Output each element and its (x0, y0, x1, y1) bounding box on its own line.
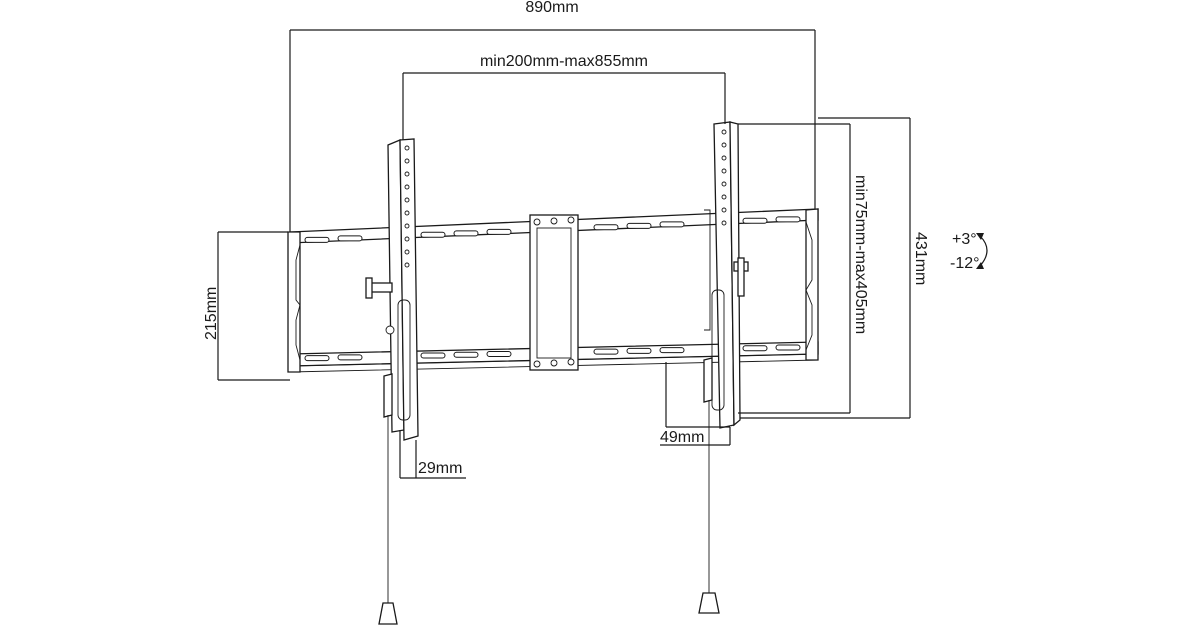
rail-slot (337, 354, 363, 361)
dimension-wall-plate-height (217, 231, 290, 381)
arm-hole (721, 142, 727, 148)
rail-slot (304, 236, 330, 243)
dimension-depth-max (660, 362, 731, 446)
rail-slot (775, 344, 801, 351)
rail-slot (420, 352, 446, 359)
rail-slot (593, 224, 619, 231)
label-bracket-height: 431mm (912, 232, 929, 285)
label-vesa-horizontal: min200mm-max855mm (480, 53, 648, 70)
tilt-arc-icon (976, 233, 988, 269)
rail-slot (775, 216, 801, 223)
rail-slot (486, 228, 512, 235)
arm-hole (404, 262, 410, 268)
arm-hole (404, 158, 410, 164)
rail-slot (742, 217, 768, 224)
arm-hole (721, 194, 727, 200)
label-depth-min: 29mm (418, 460, 462, 477)
rail-slot (659, 221, 685, 228)
bottom-rail-slots (304, 344, 801, 362)
rail-slot (626, 347, 652, 354)
left-vertical-arm (365, 138, 419, 441)
rail-slot (453, 351, 479, 358)
rail-slot (420, 231, 446, 238)
center-plate (529, 214, 579, 371)
rail-slot (337, 235, 363, 242)
arm-hole (404, 184, 410, 190)
dimension-bracket-height (740, 117, 911, 419)
arm-hole (721, 129, 727, 135)
arm-hole (404, 145, 410, 151)
dimension-vesa-vertical (738, 123, 851, 414)
arm-hole (721, 155, 727, 161)
arm-hole (721, 220, 727, 226)
right-safety-cord (698, 400, 720, 614)
arm-hole (404, 197, 410, 203)
arm-hole (721, 207, 727, 213)
rail-slot (453, 230, 479, 237)
arm-hole (404, 223, 410, 229)
label-overall-width: 890mm (525, 0, 578, 16)
label-tilt-down: -12° (950, 255, 980, 272)
arm-hole (404, 210, 410, 216)
top-rail-slots (304, 216, 801, 243)
arm-hole (404, 236, 410, 242)
arm-hole (721, 181, 727, 187)
rail-slot (304, 355, 330, 362)
label-vesa-vertical: min75mm-max405mm (852, 175, 869, 334)
rail-slot (659, 347, 685, 354)
dimension-vesa-horizontal (402, 72, 726, 140)
arm-hole (721, 168, 727, 174)
dimension-depth-min (399, 430, 466, 479)
label-depth-max: 49mm (660, 429, 704, 446)
left-safety-cord (378, 415, 398, 625)
rail-slot (486, 351, 512, 358)
right-vertical-arm (703, 121, 749, 429)
label-tilt-up: +3° (952, 231, 977, 248)
rail-slot (593, 348, 619, 355)
arm-hole (404, 171, 410, 177)
rail-slot (626, 222, 652, 229)
arm-hole (404, 249, 410, 255)
label-wall-plate-height: 215mm (203, 287, 220, 340)
rail-slot (742, 345, 768, 352)
dimension-overall-width (289, 29, 816, 232)
